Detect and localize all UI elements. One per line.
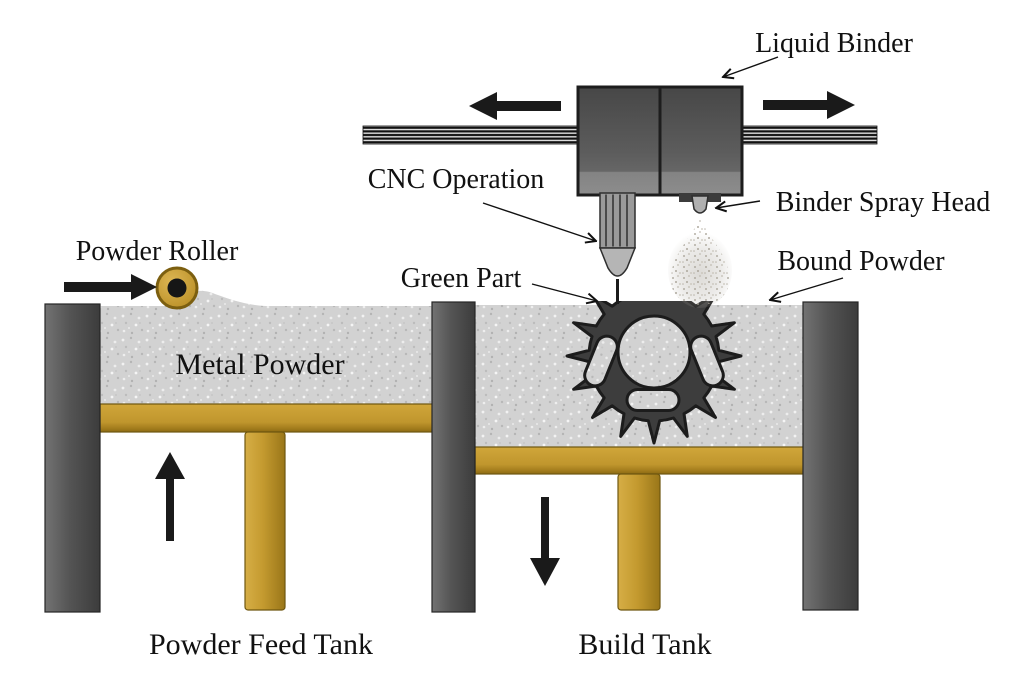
- cnc-tool-needle: [616, 279, 619, 304]
- carriage-left-arrow-icon: [469, 92, 561, 120]
- leader-green-part: [531, 283, 597, 301]
- binder-spray-cloud: [668, 217, 732, 308]
- green-part-gear: [565, 301, 743, 445]
- label-cnc-operation: CNC Operation: [368, 164, 545, 195]
- gantry-rail-right: [741, 125, 878, 145]
- label-powder-feed-tank: Powder Feed Tank: [149, 628, 373, 661]
- roller-direction-arrow-icon: [64, 274, 157, 300]
- label-metal-powder: Metal Powder: [175, 348, 344, 381]
- label-liquid-binder: Liquid Binder: [755, 28, 914, 59]
- spray-dots: [670, 217, 730, 305]
- label-build-tank: Build Tank: [578, 628, 711, 661]
- label-binder-spray-head: Binder Spray Head: [776, 187, 991, 218]
- carriage-right-arrow-icon: [763, 91, 855, 119]
- label-green-part: Green Part: [401, 263, 522, 294]
- gear-cutout-right: [689, 334, 725, 388]
- feed-piston-rod: [244, 431, 286, 611]
- gantry-rail-left: [362, 125, 579, 145]
- build-piston-platform: [474, 446, 806, 475]
- cnc-tool-cone: [598, 247, 637, 277]
- feed-tank-left-wall: [44, 303, 101, 613]
- gear-cutout-bottom: [625, 388, 681, 412]
- label-powder-roller: Powder Roller: [76, 236, 239, 267]
- build-tank-right-wall: [802, 301, 859, 611]
- leader-binder-spray-head: [716, 200, 761, 208]
- leader-liquid-binder: [723, 56, 779, 77]
- leader-cnc-operation: [482, 202, 596, 241]
- binder-spray-head: [679, 193, 721, 214]
- label-bound-powder: Bound Powder: [777, 246, 945, 277]
- feed-piston-up-arrow-icon: [155, 452, 185, 541]
- spray-head-nozzle: [691, 195, 709, 214]
- build-piston-rod: [617, 473, 661, 611]
- feed-piston-platform: [99, 403, 434, 433]
- cnc-tool: [598, 192, 637, 304]
- powder-roller-axle: [167, 278, 187, 298]
- gear-center-hole: [616, 314, 692, 390]
- middle-wall: [431, 301, 476, 613]
- leader-bound-powder: [770, 277, 844, 300]
- cnc-head-box: [576, 85, 662, 197]
- binder-head-box: [658, 85, 744, 197]
- build-piston-down-arrow-icon: [530, 497, 560, 586]
- gear-cutout-left: [583, 334, 619, 388]
- feed-tank-powder-bed: [100, 290, 432, 404]
